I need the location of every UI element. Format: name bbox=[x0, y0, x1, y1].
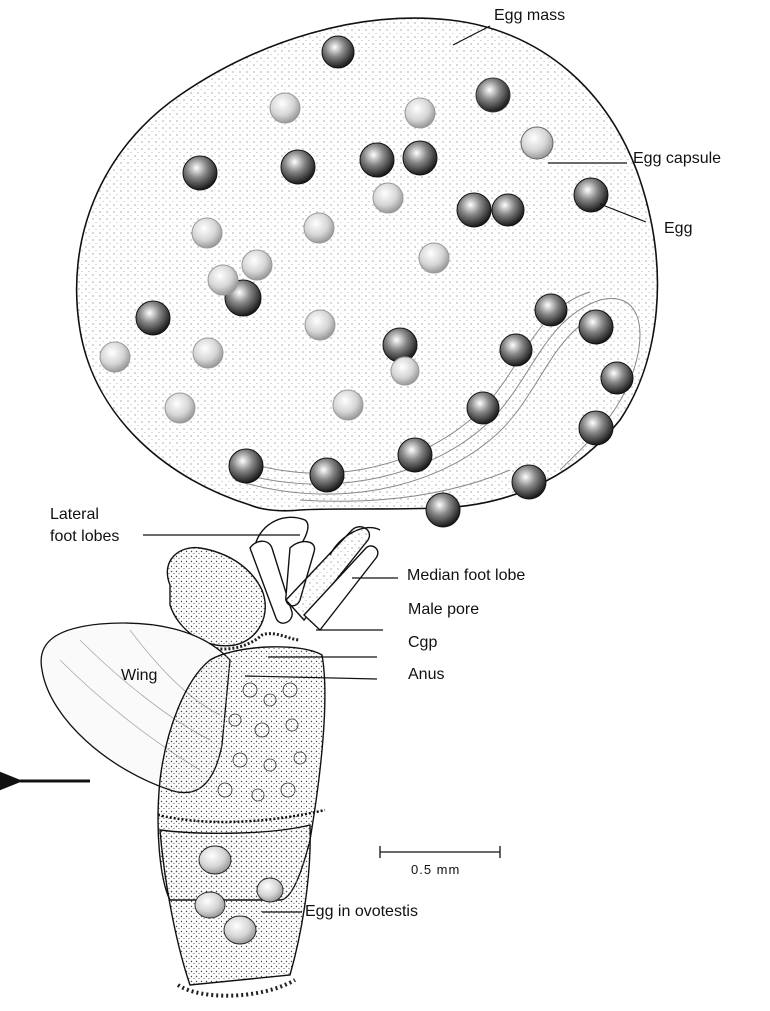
label-egg-capsule: Egg capsule bbox=[633, 149, 721, 169]
label-egg: Egg bbox=[664, 219, 692, 239]
label-median-foot-lobe: Median foot lobe bbox=[407, 566, 525, 586]
label-anus: Anus bbox=[408, 665, 444, 685]
label-wing: Wing bbox=[121, 666, 157, 686]
label-male-pore: Male pore bbox=[408, 600, 479, 620]
label-egg-in-ovotestis: Egg in ovotestis bbox=[305, 902, 418, 922]
scale-bar bbox=[380, 846, 500, 858]
label-cgp: Cgp bbox=[408, 633, 437, 653]
egg-mass-outline bbox=[77, 18, 658, 511]
ovotestis bbox=[160, 825, 310, 985]
scale-bar-label: 0.5 mm bbox=[411, 860, 460, 880]
label-egg-mass: Egg mass bbox=[494, 6, 565, 26]
label-lateral-foot-lobes: Lateral foot lobes bbox=[50, 504, 130, 548]
